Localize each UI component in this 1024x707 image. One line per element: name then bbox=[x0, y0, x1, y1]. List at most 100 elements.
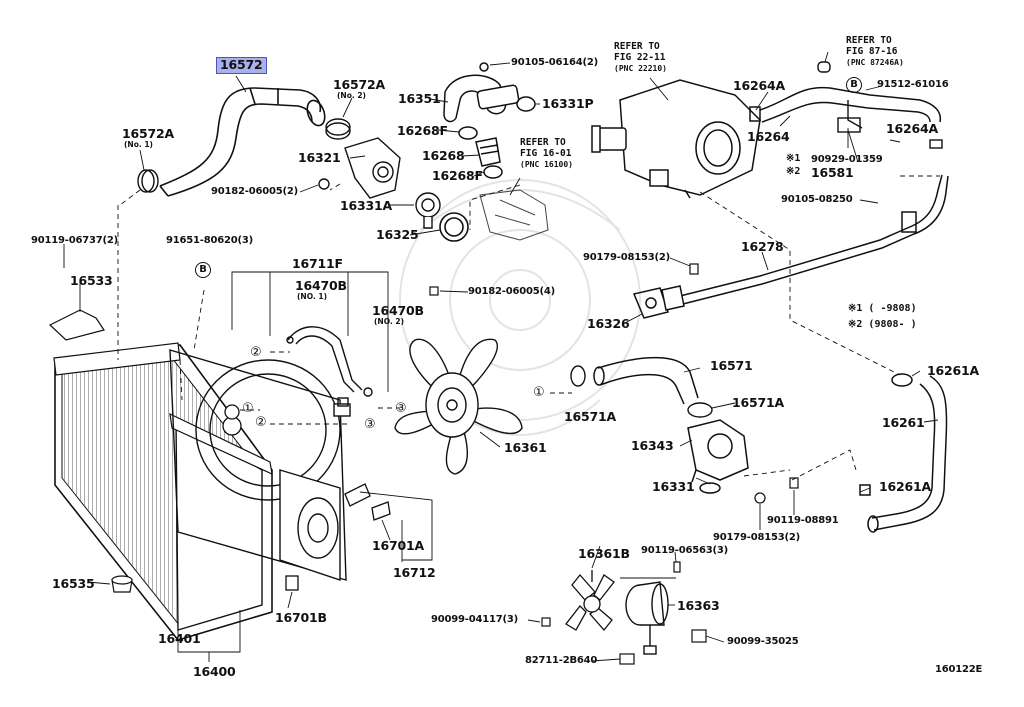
water-bypass-pipe-16351 bbox=[443, 62, 520, 123]
note-mark-1: ※1 ( -9808) bbox=[848, 303, 917, 314]
water-bypass-pipe-16278 bbox=[671, 174, 949, 307]
part-number-16268F-2[interactable]: 16268F bbox=[432, 168, 483, 183]
part-number-16401[interactable]: 16401 bbox=[158, 631, 201, 646]
hose-clamp-16572A-top bbox=[325, 118, 351, 140]
gasket-16326 bbox=[632, 287, 669, 319]
small-parts-lower bbox=[48, 309, 707, 665]
callout-b-left: B bbox=[195, 262, 211, 278]
part-note-no1-b: (NO. 1) bbox=[297, 292, 328, 301]
part-number-90099-35025[interactable]: 90099-35025 bbox=[727, 636, 799, 647]
part-number-90119-06737[interactable]: 90119-06737(2) bbox=[31, 235, 119, 246]
part-number-16572A-top[interactable]: 16572A bbox=[333, 77, 385, 92]
gasket-16325 bbox=[439, 212, 469, 242]
ref-line-3: (PNC 22210) bbox=[614, 63, 667, 73]
part-number-90119-08891[interactable]: 90119-08891 bbox=[767, 515, 839, 526]
part-number-16701B[interactable]: 16701B bbox=[275, 610, 327, 625]
part-number-82711-2B640[interactable]: 82711-2B640 bbox=[525, 655, 598, 666]
bolts-lower bbox=[689, 263, 799, 504]
refer-to-fig-16-01[interactable]: REFER TO FIG 16-01 (PNC 16100) bbox=[520, 137, 573, 169]
part-number-90929-01359[interactable]: 90929-01359 bbox=[811, 154, 883, 165]
hose-clamps-16571A bbox=[570, 365, 713, 418]
figure-code: 160122E bbox=[935, 664, 983, 675]
pipe-16268 bbox=[475, 137, 501, 167]
part-number-91651-80620[interactable]: 91651-80620(3) bbox=[166, 235, 254, 246]
part-number-16331P[interactable]: 16331P bbox=[542, 96, 594, 111]
part-number-90105-06164[interactable]: 90105-06164(2) bbox=[511, 57, 599, 68]
part-number-16321[interactable]: 16321 bbox=[298, 150, 341, 165]
hoses-16470B bbox=[286, 326, 373, 407]
part-number-16264[interactable]: 16264 bbox=[747, 129, 790, 144]
part-number-16261A-2[interactable]: 16261A bbox=[879, 479, 931, 494]
part-number-16400[interactable]: 16400 bbox=[193, 664, 236, 679]
engine-block-partial bbox=[479, 189, 549, 241]
part-number-16571[interactable]: 16571 bbox=[710, 358, 753, 373]
electric-fan-16361B bbox=[565, 570, 615, 632]
callout-1-b: ① bbox=[533, 385, 545, 400]
part-number-90105-08250[interactable]: 90105-08250 bbox=[781, 194, 853, 205]
ref-line-2: FIG 22-11 bbox=[614, 51, 666, 63]
cooling-fan-16361 bbox=[394, 338, 523, 475]
part-number-16711F[interactable]: 16711F bbox=[292, 256, 343, 271]
part-number-90099-04117[interactable]: 90099-04117(3) bbox=[431, 614, 519, 625]
callout-3-a: ③ bbox=[395, 401, 407, 416]
part-number-90179-08153-b[interactable]: 90179-08153(2) bbox=[713, 532, 801, 543]
part-number-16571A-2[interactable]: 16571A bbox=[564, 409, 616, 424]
part-number-90182-06005-2[interactable]: 90182-06005(2) bbox=[211, 186, 299, 197]
note-mark-2: ※2 (9808- ) bbox=[848, 319, 917, 330]
part-number-16572A-left[interactable]: 16572A bbox=[122, 126, 174, 141]
hose-clamp-16572A-left bbox=[137, 169, 159, 193]
gasket-16331P bbox=[516, 96, 536, 112]
refer-to-fig-87-16[interactable]: REFER TO FIG 87-16 (PNC 87246A) bbox=[846, 35, 904, 67]
dashed-reference-lines bbox=[117, 175, 940, 481]
part-number-16261A-1[interactable]: 16261A bbox=[927, 363, 979, 378]
part-number-16264A-2[interactable]: 16264A bbox=[886, 121, 938, 136]
part-number-16361[interactable]: 16361 bbox=[504, 440, 547, 455]
part-number-16278[interactable]: 16278 bbox=[741, 239, 784, 254]
hose-16261 bbox=[859, 373, 948, 533]
part-number-16343[interactable]: 16343 bbox=[631, 438, 674, 453]
part-number-16581[interactable]: 16581 bbox=[811, 165, 854, 180]
part-number-90179-08153-a[interactable]: 90179-08153(2) bbox=[583, 252, 671, 263]
radiator-16400 bbox=[53, 342, 273, 641]
part-number-16351[interactable]: 16351 bbox=[398, 91, 441, 106]
part-number-16470B-1[interactable]: 16470B bbox=[295, 278, 347, 293]
callout-2-b: ② bbox=[255, 415, 267, 430]
part-number-16264A-1[interactable]: 16264A bbox=[733, 78, 785, 93]
water-outlet-16321 bbox=[318, 137, 401, 199]
callout-b-top: B bbox=[846, 77, 862, 93]
ref-line-1: REFER TO bbox=[520, 137, 566, 148]
ref-line-3: (PNC 87246A) bbox=[846, 57, 904, 67]
part-number-16268[interactable]: 16268 bbox=[422, 148, 465, 163]
part-number-16572-highlighted[interactable]: 16572 bbox=[216, 57, 267, 74]
part-number-16261[interactable]: 16261 bbox=[882, 415, 925, 430]
ref-line-1: REFER TO bbox=[846, 35, 892, 46]
ref-line-1: REFER TO bbox=[614, 41, 660, 52]
part-number-91512-61016[interactable]: 91512-61016 bbox=[877, 79, 949, 90]
callout-3-b: ③ bbox=[364, 417, 376, 432]
part-number-90119-06563[interactable]: 90119-06563(3) bbox=[641, 545, 729, 556]
part-number-16470B-2[interactable]: 16470B bbox=[372, 303, 424, 318]
part-number-16712[interactable]: 16712 bbox=[393, 565, 436, 580]
part-number-16331A[interactable]: 16331A bbox=[340, 198, 392, 213]
part-number-16325[interactable]: 16325 bbox=[376, 227, 419, 242]
part-note-no2-b: (NO. 2) bbox=[374, 317, 405, 326]
part-number-16361B[interactable]: 16361B bbox=[578, 546, 630, 561]
part-number-16701A[interactable]: 16701A bbox=[372, 538, 424, 553]
mark-2: ※2 bbox=[786, 166, 801, 177]
fan-shroud bbox=[169, 349, 351, 581]
part-number-16533[interactable]: 16533 bbox=[70, 273, 113, 288]
fan-motor-16363 bbox=[625, 581, 669, 655]
part-number-16571A-1[interactable]: 16571A bbox=[732, 395, 784, 410]
part-number-90182-06005-4[interactable]: 90182-06005(4) bbox=[468, 286, 556, 297]
part-number-16268F-1[interactable]: 16268F bbox=[397, 123, 448, 138]
refer-to-fig-22-11[interactable]: REFER TO FIG 22-11 (PNC 22210) bbox=[614, 41, 667, 73]
pipe-flange bbox=[661, 285, 685, 311]
part-number-16363[interactable]: 16363 bbox=[677, 598, 720, 613]
callout-2-a: ② bbox=[250, 345, 262, 360]
part-number-16331[interactable]: 16331 bbox=[652, 479, 695, 494]
part-number-16535[interactable]: 16535 bbox=[52, 576, 95, 591]
part-note-no2: (No. 2) bbox=[337, 91, 366, 100]
ref-line-2: FIG 16-01 bbox=[520, 147, 572, 159]
part-number-16326[interactable]: 16326 bbox=[587, 316, 630, 331]
